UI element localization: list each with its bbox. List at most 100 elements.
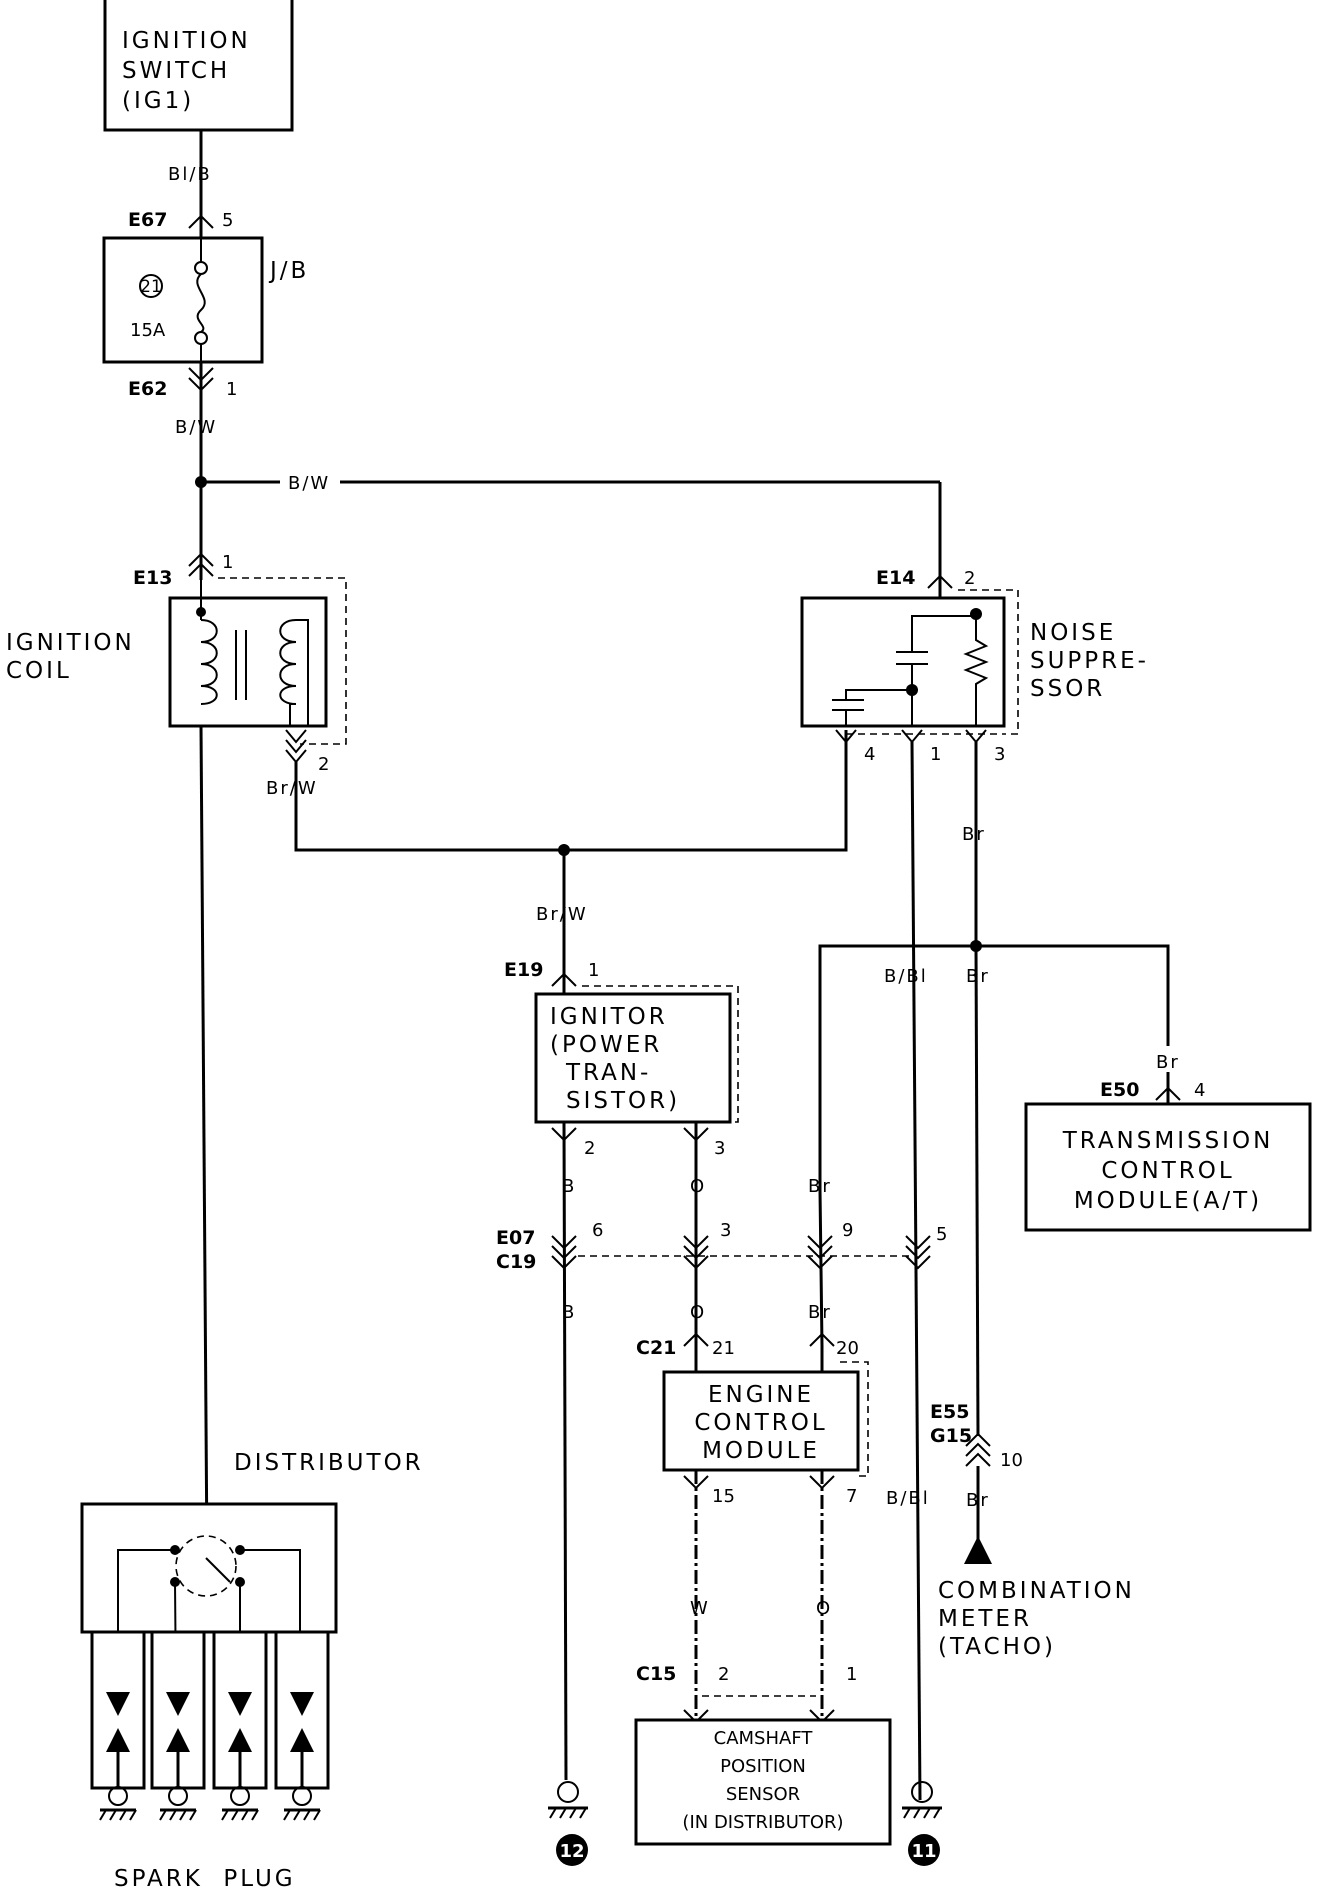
secondary-coil-icon [279, 619, 297, 705]
rotor-icon [205, 1557, 231, 1583]
connector-e13: E13 [133, 567, 172, 589]
connector-g15: G15 [930, 1425, 972, 1447]
wire-label-br-3: Br [808, 1176, 832, 1197]
ignition-switch: IGNITION SWITCH (IG1) [103, 0, 294, 132]
connector-c15: C15 [636, 1663, 676, 1685]
wire-label-w-1: W [690, 1598, 710, 1619]
pin-j-3: 3 [720, 1220, 731, 1241]
ignition-coil [168, 580, 328, 728]
transmission-control-module: TRANSMISSION CONTROL MODULE(A/T) [1024, 1102, 1312, 1232]
ignition-coil-label-2: COIL [6, 658, 72, 684]
ignition-switch-label-1: IGNITION [122, 28, 251, 54]
wire-label-b-bl-1: B/Bl [884, 966, 928, 987]
connector-e14: E14 [876, 567, 915, 589]
wire-coil-to-distributor [199, 725, 209, 1561]
pin-ecm-7: 7 [846, 1486, 857, 1507]
tcm-label-2: CONTROL [1101, 1158, 1234, 1184]
noise-suppressor-label-2: SUPPRE- [1030, 648, 1149, 674]
connector-e07: E07 [496, 1227, 535, 1249]
connector-e50: E50 [1100, 1079, 1139, 1101]
pin-e55: 10 [1000, 1450, 1023, 1471]
ignition-coil-label-1: IGNITION [6, 630, 135, 656]
combination-meter-label-1: COMBINATION [938, 1578, 1135, 1604]
connector-e19-symbol [551, 972, 577, 987]
ignition-switch-label-3: (IG1) [122, 88, 194, 114]
wire-label-br-w-1: Br/W [266, 778, 318, 799]
spark-plug-4 [274, 1630, 330, 1790]
distributor [80, 1502, 338, 1697]
fuse-number-circle [139, 274, 163, 298]
pin-j-9: 9 [842, 1220, 853, 1241]
camshaft-label-4: (IN DISTRIBUTOR) [682, 1812, 843, 1833]
spark-plug-1 [90, 1630, 146, 1790]
fuse-rating: 15A [130, 320, 166, 341]
wire-label-br-5: Br [966, 1490, 990, 1511]
pin-j-5: 5 [936, 1224, 947, 1245]
ignitor-label-4: SISTOR) [566, 1088, 680, 1114]
ground-12: 12 [548, 1781, 588, 1866]
camshaft-label-1: CAMSHAFT [714, 1728, 814, 1749]
junction-box: 21 15A [102, 236, 264, 364]
noise-suppressor-label-1: NOISE [1030, 620, 1116, 646]
wire-label-br-tcm: Br [1156, 1052, 1180, 1073]
pin-c21-21: 21 [712, 1338, 735, 1359]
engine-control-module: ENGINE CONTROL MODULE [662, 1370, 860, 1472]
ignitor-label-1: IGNITOR [550, 1004, 668, 1030]
pin-e67: 5 [222, 210, 233, 231]
fuse-number: 21 [140, 277, 162, 297]
camshaft-label-2: POSITION [720, 1756, 806, 1777]
connector-e55-g15-symbol [965, 1432, 991, 1467]
camshaft-position-sensor: CAMSHAFT POSITION SENSOR (IN DISTRIBUTOR… [634, 1718, 892, 1846]
pin-ign-3: 3 [714, 1138, 725, 1159]
connector-c21: C21 [636, 1337, 676, 1359]
wire-b [562, 1121, 568, 1781]
connector-e55: E55 [930, 1401, 969, 1423]
ignitor-label-3: TRAN- [565, 1060, 651, 1086]
pin-e19: 1 [588, 960, 599, 981]
wire-label-b-w-2: B/W [288, 473, 330, 494]
pin-e14: 2 [964, 568, 975, 589]
junction-box-label: J/B [268, 258, 309, 284]
wire-label-bl-b: Bl/B [168, 164, 212, 185]
combination-meter-label-2: METER [938, 1606, 1032, 1632]
pin-ns-4: 4 [864, 744, 875, 765]
pin-j-6: 6 [592, 1220, 603, 1241]
spark-plug-grounds [99, 1786, 321, 1821]
ignitor: IGNITOR (POWER TRAN- SISTOR) [534, 992, 732, 1124]
connector-e14-symbol [927, 574, 953, 589]
connector-e62: E62 [128, 378, 167, 400]
wire-label-br-2: Br [966, 966, 990, 987]
camshaft-label-3: SENSOR [726, 1784, 800, 1805]
wire-label-b-1: B [562, 1176, 576, 1197]
pin-ns-1: 1 [930, 744, 941, 765]
ignition-switch-label-2: SWITCH [122, 58, 230, 84]
wire-label-o-2: O [690, 1302, 706, 1323]
ecm-label-2: CONTROL [694, 1410, 827, 1436]
noise-suppressor-label-3: SSOR [1030, 676, 1105, 702]
tcm-label-3: MODULE(A/T) [1074, 1188, 1262, 1214]
noise-suppressor [800, 596, 1006, 728]
wire-label-br-4: Br [808, 1302, 832, 1323]
connector-e67-symbol [188, 214, 214, 229]
spark-plug-2 [150, 1630, 206, 1790]
ecm-label-3: MODULE [702, 1438, 820, 1464]
distributor-label: DISTRIBUTOR [234, 1450, 424, 1476]
wire-label-br-w-2: Br/W [536, 904, 588, 925]
wire-label-o-1: O [690, 1176, 706, 1197]
spark-plug-label: SPARK PLUG [114, 1866, 296, 1892]
connector-e07-c19 [551, 1235, 931, 1270]
arrow-to-meter-icon [964, 1536, 992, 1564]
pin-ns-3: 3 [994, 744, 1005, 765]
wire-b-bl [910, 741, 922, 1801]
pin-ign-2: 2 [584, 1138, 595, 1159]
wire-label-o-3: O [816, 1598, 832, 1619]
connector-c19: C19 [496, 1251, 536, 1273]
connector-e13-symbol [188, 552, 214, 567]
pin-e50: 4 [1194, 1080, 1205, 1101]
ecm-label-1: ENGINE [708, 1382, 814, 1408]
connector-e19: E19 [504, 959, 543, 981]
combination-meter-label-3: (TACHO) [938, 1634, 1056, 1660]
wire-label-b-bl-2: B/Bl [886, 1488, 930, 1509]
resistor-icon [963, 614, 989, 726]
